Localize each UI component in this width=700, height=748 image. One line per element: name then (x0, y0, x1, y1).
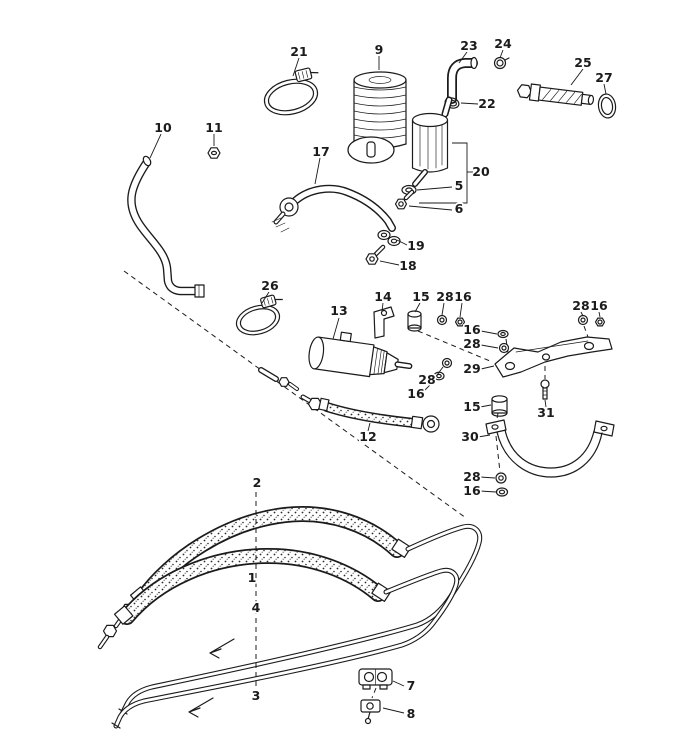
nut-16-right (594, 317, 606, 327)
washer-16-bracket (497, 329, 509, 339)
part-number-label-16: 16 (590, 298, 608, 313)
part-number-label-6: 6 (455, 201, 464, 216)
union-nut-11 (207, 147, 221, 159)
part-number-label-22: 22 (478, 96, 495, 111)
part-number-label-19: 19 (407, 238, 424, 253)
fuel-line-3 (111, 567, 460, 729)
part-number-label-15: 15 (463, 399, 480, 414)
part-number-label-28: 28 (463, 469, 480, 484)
rubber-mount-15-lower (491, 395, 508, 417)
part-number-label-12: 12 (359, 429, 376, 444)
part-number-label-25: 25 (574, 55, 591, 70)
part-number-label-4: 4 (252, 600, 261, 615)
fuel-pump-13 (308, 331, 413, 378)
part-number-label-15: 15 (412, 289, 429, 304)
part-number-label-13: 13 (330, 303, 347, 318)
part-number-label-26: 26 (261, 278, 279, 293)
part-number-label-5: 5 (455, 178, 464, 193)
part-number-label-28: 28 (418, 372, 435, 387)
part-number-label-27: 27 (595, 70, 612, 85)
fuel-pump-bellows-9 (347, 71, 407, 164)
inline-union-fitting (258, 367, 299, 391)
part-number-label-1: 1 (248, 570, 257, 585)
hose-clamp-26 (235, 294, 283, 336)
fuel-hose-10 (127, 155, 205, 298)
part-number-label-24: 24 (494, 36, 512, 51)
nut-16-upper (454, 317, 466, 327)
part-number-label-18: 18 (399, 258, 416, 273)
fuel-pipe-17 (271, 184, 396, 233)
part-number-label-21: 21 (290, 44, 307, 59)
part-number-label-16: 16 (407, 386, 425, 401)
rubber-mount-15-upper (407, 310, 422, 332)
seal-ring-27 (597, 93, 617, 119)
part-number-label-9: 9 (375, 42, 384, 57)
pipe-clip-7 (358, 668, 393, 690)
elbow-hose-23 (447, 56, 478, 104)
washer-16-strap (495, 487, 509, 497)
part-number-label-8: 8 (407, 706, 416, 721)
part-number-label-16: 16 (463, 322, 481, 337)
part-number-label-11: 11 (205, 120, 222, 135)
part-number-label-16: 16 (454, 289, 472, 304)
part-number-label-31: 31 (537, 405, 554, 420)
pump-bracket-14 (373, 306, 395, 339)
lock-washer-28-outlet (441, 357, 453, 369)
part-number-label-10: 10 (154, 120, 172, 135)
part-number-label-28: 28 (436, 289, 453, 304)
hose-clamp-24 (493, 56, 510, 70)
part-number-label-16: 16 (463, 483, 481, 498)
pipe-clip-8 (360, 699, 381, 725)
flow-direction-arrows (188, 638, 235, 718)
lock-washer-28-bracket (498, 342, 510, 354)
leader-lines (149, 49, 607, 714)
part-number-label-29: 29 (463, 361, 480, 376)
pressure-piece-25 (516, 83, 595, 106)
sealing-washers-19 (377, 229, 401, 247)
hose-clamp-21 (263, 67, 319, 116)
fuel-hose-12 (300, 394, 440, 433)
clamp-strap-30 (485, 419, 615, 478)
lock-washer-28-right (577, 314, 589, 326)
lock-washer-28-upper (436, 314, 448, 326)
part-number-label-20: 20 (472, 164, 490, 179)
part-number-label-28: 28 (463, 336, 480, 351)
stud-31 (540, 379, 550, 400)
part-number-label-3: 3 (252, 688, 261, 703)
part-number-label-30: 30 (461, 429, 479, 444)
part-number-label-28: 28 (572, 298, 589, 313)
label-axis-lines (255, 492, 377, 699)
mounting-bracket-29 (494, 336, 613, 378)
banjo-bolt-18 (365, 244, 386, 265)
part-number-label-23: 23 (460, 38, 477, 53)
lock-washer-28-strap (495, 472, 507, 484)
assembly-axis-lines (123, 270, 589, 519)
part-number-label-14: 14 (374, 289, 392, 304)
part-number-label-2: 2 (253, 475, 262, 490)
fuel-hose-1 (97, 547, 392, 650)
part-number-label-7: 7 (407, 678, 416, 693)
banjo-bolt-6 (394, 189, 415, 210)
part-number-label-17: 17 (312, 144, 329, 159)
fuel-hose-2 (113, 506, 412, 629)
fuel-filter-20 (411, 96, 453, 187)
